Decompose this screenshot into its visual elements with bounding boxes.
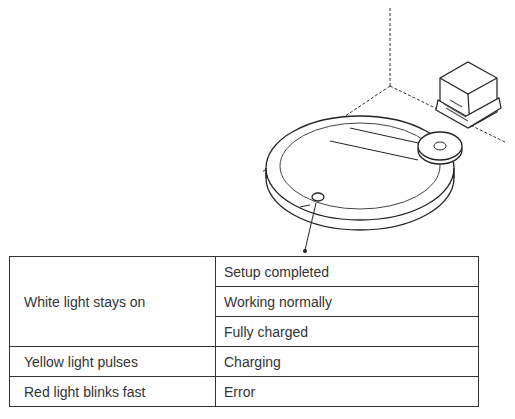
charging-dock (436, 62, 501, 128)
table-cell: Charging (216, 347, 479, 377)
cell-text: White light stays on (24, 294, 145, 310)
table-row: White light stays onSetup completed (10, 257, 479, 287)
cell-text: Red light blinks fast (24, 384, 145, 400)
table-row: Yellow light pulses Charging (10, 347, 479, 377)
table-cell: Fully charged (216, 317, 479, 347)
cell-text: Error (224, 384, 255, 400)
table-row: Fully charged (10, 317, 479, 347)
table-cell: Yellow light pulses (10, 347, 216, 377)
table-cell: White light stays on (10, 257, 216, 347)
robot-vacuum (266, 116, 462, 253)
table-cell: Error (216, 377, 479, 407)
cell-text: Working normally (224, 294, 332, 310)
cell-text: Charging (224, 354, 281, 370)
table-cell: Working normally (216, 287, 479, 317)
cell-text: Fully charged (224, 324, 308, 340)
cell-text: Yellow light pulses (24, 354, 138, 370)
table-row: Red light blinks fast Error (10, 377, 479, 407)
table-cell: Setup completed (216, 257, 479, 287)
table-cell: Red light blinks fast (10, 377, 216, 407)
cell-text: Setup completed (224, 264, 329, 280)
status-table: White light stays onSetup completedWorki… (9, 256, 479, 407)
